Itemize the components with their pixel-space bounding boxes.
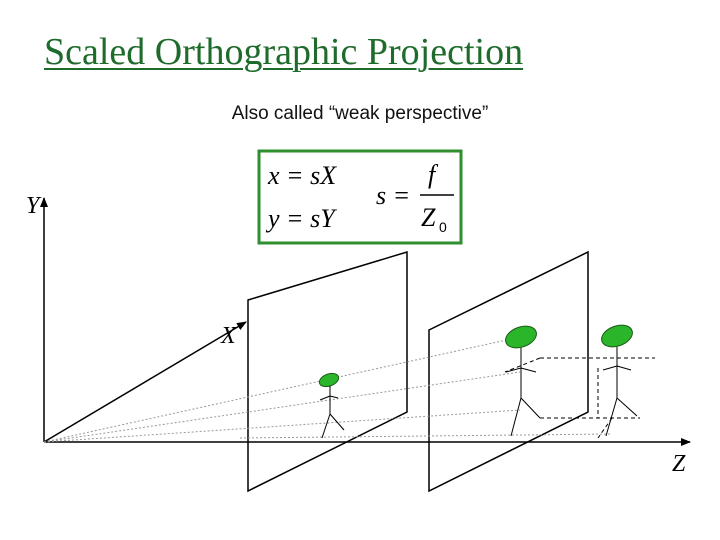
figure-leg xyxy=(329,413,345,431)
projection-ray xyxy=(239,433,613,439)
figure-arm xyxy=(520,367,537,373)
axes: Y X Z xyxy=(26,193,691,477)
figure-arm xyxy=(319,395,331,401)
figure-leg xyxy=(520,397,541,419)
projection-line xyxy=(504,357,541,373)
equation-box: x = sX y = sY s = f Z 0 xyxy=(257,149,463,245)
y-axis-label: Y xyxy=(26,193,42,219)
image-plane xyxy=(247,250,408,493)
far-stick-figure xyxy=(601,324,638,437)
figure-arm xyxy=(329,395,339,399)
figure-leg xyxy=(616,397,638,417)
reference-plane xyxy=(428,250,589,493)
projection-ray xyxy=(43,371,521,443)
equation-box-border xyxy=(257,149,463,245)
x-axis-label: X xyxy=(220,323,237,349)
figure-arm xyxy=(602,365,618,371)
figure-arm xyxy=(616,365,632,371)
equation-y: y = sY xyxy=(265,204,337,233)
figure-head xyxy=(601,324,633,348)
figure-arm xyxy=(505,367,522,373)
equation-s-numerator: f xyxy=(428,160,439,189)
projection-rays xyxy=(43,336,613,443)
reference-stick-figure xyxy=(505,325,541,437)
figure-leg xyxy=(605,397,618,437)
projection-ray xyxy=(43,409,521,443)
orthographic-projection-lines xyxy=(504,357,655,439)
equation-s-denominator: Z xyxy=(421,203,436,232)
figure-leg xyxy=(510,397,522,437)
projection-ray xyxy=(43,336,521,443)
equation-x: x = sX xyxy=(267,161,337,190)
slide-subtitle: Also called “weak perspective” xyxy=(231,103,489,124)
figure-head xyxy=(318,372,340,388)
slide-title: Scaled Orthographic Projection xyxy=(44,31,524,73)
x-axis xyxy=(43,321,247,443)
figure-leg xyxy=(321,413,331,439)
small-stick-figure xyxy=(318,372,345,439)
figure-head xyxy=(505,325,537,349)
equation-s-denominator-subscript: 0 xyxy=(439,219,447,235)
z-axis-label: Z xyxy=(672,451,686,477)
equation-s-lhs: s = xyxy=(376,181,410,210)
